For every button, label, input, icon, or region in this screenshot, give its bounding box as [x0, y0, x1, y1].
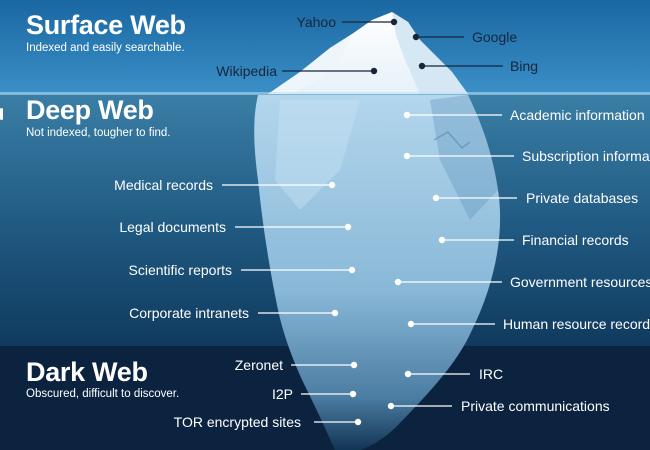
connector-dot: [412, 33, 420, 41]
label-zeronet: Zeronet: [234, 357, 283, 373]
connector-dot: [344, 223, 352, 231]
connector-dot: [348, 266, 356, 274]
iceberg-crack: [433, 131, 471, 150]
dark-web-subtitle: Obscured, difficult to discover.: [26, 388, 180, 400]
connector-dot: [418, 62, 426, 70]
label-yahoo: Yahoo: [296, 14, 336, 30]
iceberg-tip-shade: [392, 12, 468, 94]
label-wikipedia: Wikipedia: [216, 63, 277, 79]
connector-dot: [404, 370, 412, 378]
iceberg-facet: [430, 95, 498, 220]
connector-dot: [403, 152, 411, 160]
connector-dot: [349, 390, 357, 398]
label-intranets: Corporate intranets: [129, 305, 249, 321]
connector-dot: [403, 111, 411, 119]
connector-dot: [370, 67, 378, 75]
surface-web-subtitle: Indexed and easily searchable.: [26, 42, 185, 54]
connector-dot: [390, 18, 398, 26]
label-legal: Legal documents: [119, 219, 226, 235]
connector-dot: [354, 418, 362, 426]
iceberg-underwater: [254, 95, 501, 450]
label-private-databases: Private databases: [526, 190, 639, 206]
deep-web-title: Deep Web: [26, 95, 154, 125]
connector-dot: [350, 361, 358, 369]
label-scientific: Scientific reports: [128, 262, 232, 278]
label-bing: Bing: [510, 58, 539, 74]
label-google: Google: [472, 29, 518, 45]
iceberg-tip-shade: [268, 34, 352, 94]
connector-dot: [328, 181, 336, 189]
label-tor: TOR encrypted sites: [173, 414, 301, 430]
label-financial: Financial records: [522, 232, 629, 248]
label-medical: Medical records: [114, 177, 213, 193]
connector-dot: [407, 320, 415, 328]
edge-marker: [0, 108, 3, 120]
connector-dot: [432, 194, 440, 202]
connector-dot: [438, 236, 446, 244]
deep-web-subtitle: Not indexed, tougher to find.: [26, 127, 171, 139]
waterline: [0, 92, 650, 95]
label-government: Government resources: [510, 274, 650, 290]
connector-dots: [328, 18, 446, 426]
label-hr: Human resource records: [503, 316, 650, 332]
connector-dot: [331, 309, 339, 317]
connector-dot: [387, 402, 395, 410]
label-subscription: Subscription information: [522, 148, 650, 164]
label-irc: IRC: [479, 366, 504, 382]
connector-dot: [394, 278, 402, 286]
iceberg-facet: [275, 100, 360, 210]
dark-web-title: Dark Web: [26, 357, 148, 387]
label-private-communications: Private communications: [461, 398, 610, 414]
surface-web-title: Surface Web: [26, 10, 186, 40]
label-academic: Academic information: [510, 107, 645, 123]
connectors: [222, 21, 517, 423]
label-i2p: I2P: [271, 386, 293, 402]
